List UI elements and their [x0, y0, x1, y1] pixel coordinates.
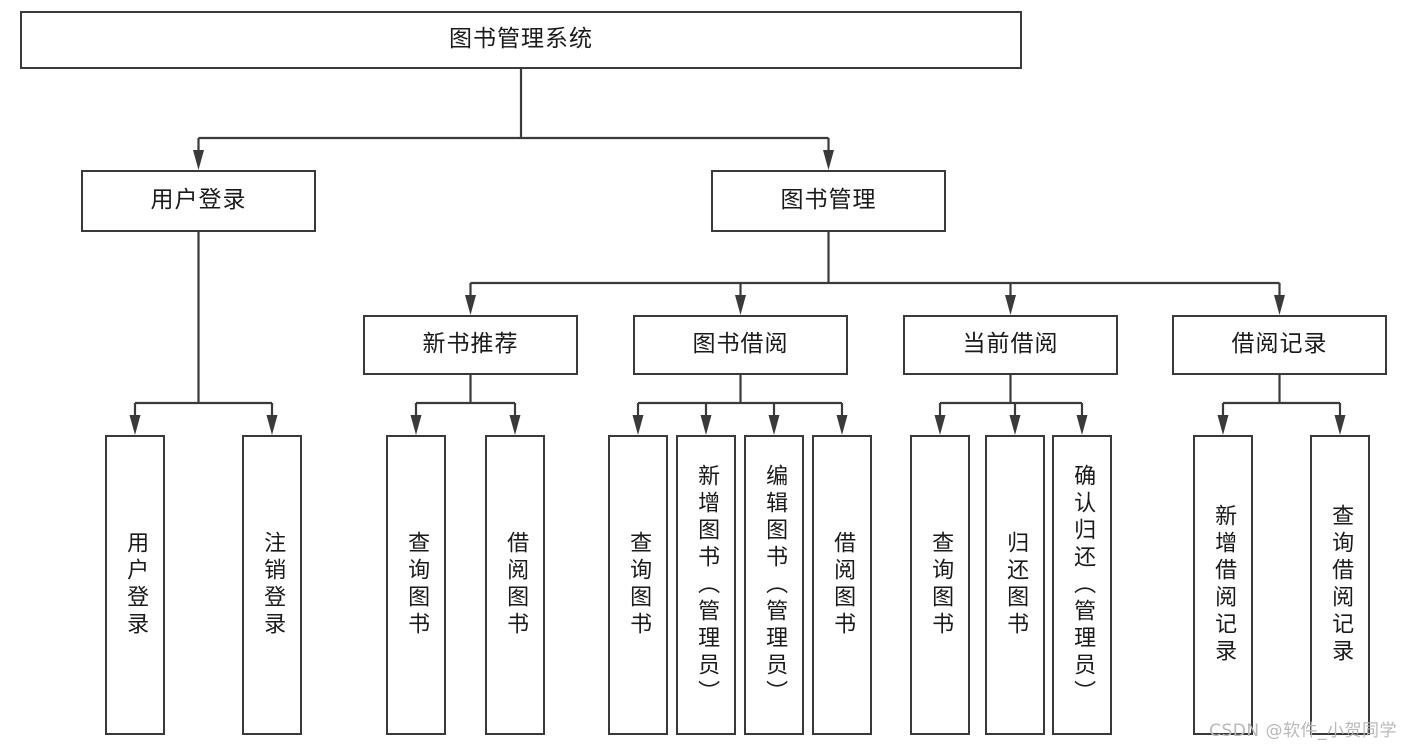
node-label: 新增借阅记录 — [1211, 504, 1237, 666]
node-leaf-return-book[interactable]: 归还图书 — [985, 435, 1045, 735]
node-label: 图书管理系统 — [449, 26, 593, 53]
node-root[interactable]: 图书管理系统 — [20, 11, 1022, 69]
connector-arrowhead — [632, 415, 644, 435]
node-current-borrow[interactable]: 当前借阅 — [903, 315, 1118, 375]
connector-arrowhead — [193, 150, 204, 170]
connector-arrowhead — [465, 295, 476, 315]
connector-arrowhead — [266, 415, 278, 435]
node-leaf-query-book-cb[interactable]: 查询图书 — [910, 435, 970, 735]
node-leaf-confirm-return[interactable]: 确认归还（管理员） — [1052, 435, 1112, 735]
node-label: 新增图书（管理员） — [694, 463, 720, 707]
node-label: 借阅图书 — [830, 531, 856, 639]
connector-arrowhead — [1334, 415, 1346, 435]
node-new-book-rec[interactable]: 新书推荐 — [363, 315, 578, 375]
connector-arrowhead — [823, 150, 834, 170]
node-user-login[interactable]: 用户登录 — [81, 170, 316, 232]
node-leaf-query-book-bb[interactable]: 查询图书 — [608, 435, 668, 735]
node-label: 用户登录 — [150, 187, 247, 214]
connector-arrowhead — [1217, 415, 1229, 435]
node-leaf-logout[interactable]: 注销登录 — [242, 435, 302, 735]
connector-arrowhead — [735, 295, 746, 315]
node-label: 借阅记录 — [1231, 331, 1328, 358]
node-label: 当前借阅 — [962, 331, 1059, 358]
node-leaf-borrow-book-nbr[interactable]: 借阅图书 — [485, 435, 545, 735]
node-label: 编辑图书（管理员） — [762, 463, 788, 707]
node-book-manage[interactable]: 图书管理 — [711, 170, 946, 232]
connector-arrowhead — [1076, 415, 1088, 435]
connector-arrowhead — [836, 415, 848, 435]
node-label: 查询图书 — [626, 531, 652, 639]
connector-arrowhead — [129, 415, 141, 435]
node-label: 借阅图书 — [503, 531, 529, 639]
node-label: 确认归还（管理员） — [1070, 463, 1096, 707]
connector-arrowhead — [934, 415, 946, 435]
connector-arrowhead — [509, 415, 521, 435]
watermark: CSDN @软件_小贺同学 — [1209, 721, 1397, 741]
node-label: 归还图书 — [1003, 531, 1029, 639]
connector-arrowhead — [700, 415, 712, 435]
connector-arrowhead — [1009, 415, 1021, 435]
node-book-borrow[interactable]: 图书借阅 — [633, 315, 848, 375]
node-leaf-add-record[interactable]: 新增借阅记录 — [1193, 435, 1253, 735]
node-label: 查询借阅记录 — [1328, 504, 1354, 666]
node-label: 查询图书 — [404, 531, 430, 639]
connector-arrowhead — [1274, 295, 1285, 315]
connector-arrowhead — [768, 415, 780, 435]
connector-arrowhead — [410, 415, 422, 435]
node-leaf-query-record[interactable]: 查询借阅记录 — [1310, 435, 1370, 735]
node-label: 用户登录 — [123, 531, 149, 639]
node-borrow-record[interactable]: 借阅记录 — [1172, 315, 1387, 375]
node-leaf-user-login[interactable]: 用户登录 — [105, 435, 165, 735]
node-label: 图书管理 — [780, 187, 877, 214]
node-label: 新书推荐 — [422, 331, 519, 358]
node-label: 图书借阅 — [692, 331, 789, 358]
node-label: 查询图书 — [928, 531, 954, 639]
node-leaf-query-book-nbr[interactable]: 查询图书 — [386, 435, 446, 735]
node-leaf-borrow-book-bb[interactable]: 借阅图书 — [812, 435, 872, 735]
node-leaf-add-book[interactable]: 新增图书（管理员） — [676, 435, 736, 735]
node-leaf-edit-book[interactable]: 编辑图书（管理员） — [744, 435, 804, 735]
connector-arrowhead — [1005, 295, 1016, 315]
node-label: 注销登录 — [260, 531, 286, 639]
